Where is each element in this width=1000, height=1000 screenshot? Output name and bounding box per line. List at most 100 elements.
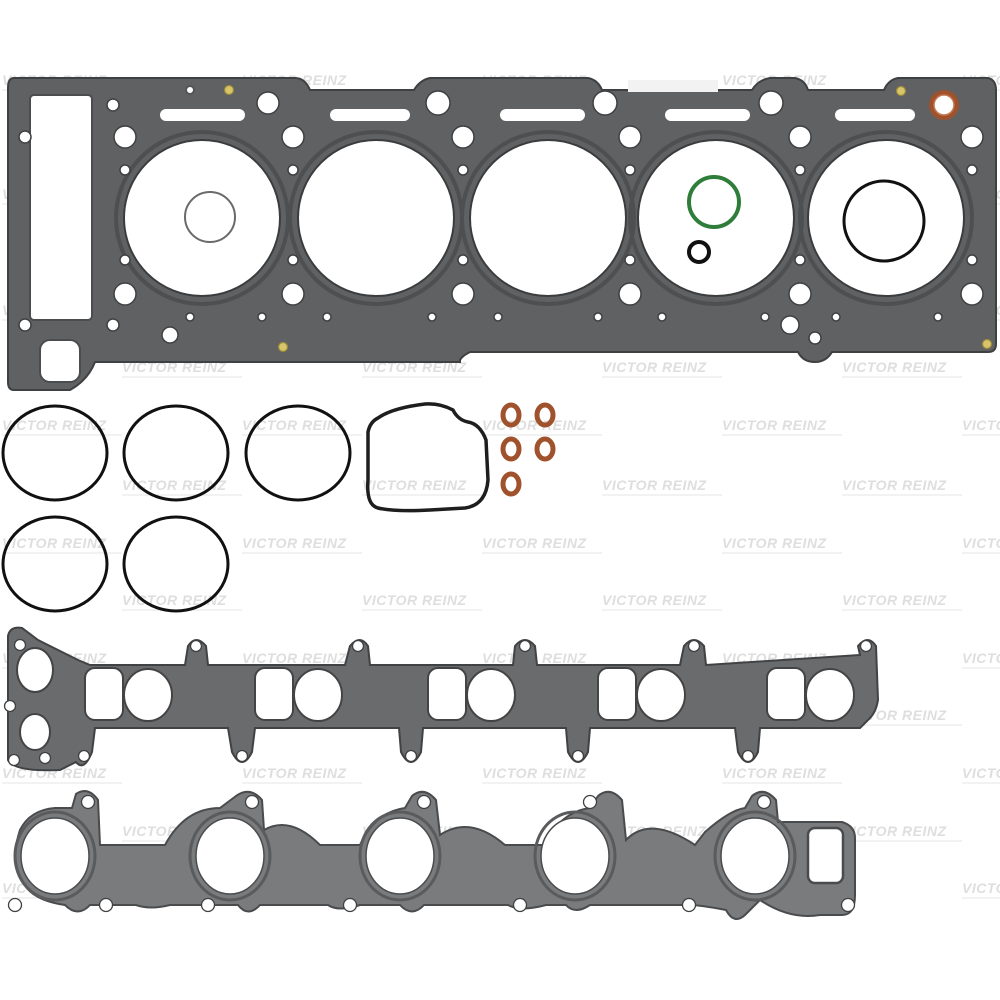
- bolt-hole: [342, 897, 358, 913]
- o-ring: [687, 175, 741, 229]
- bolt-hole: [788, 282, 812, 306]
- watermark-text: VICTOR REINZ: [122, 477, 227, 493]
- dowel-sleeve: [981, 338, 993, 350]
- bolt-hole: [780, 315, 800, 335]
- bolt-hole: [756, 794, 772, 810]
- bolt-hole: [77, 749, 91, 763]
- bolt-hole: [425, 90, 451, 116]
- bolt-hole: [808, 331, 822, 345]
- bolt-hole: [966, 254, 978, 266]
- bolt-hole: [7, 753, 21, 767]
- watermark-text: VICTOR REINZ: [362, 477, 467, 493]
- bolt-hole: [281, 125, 305, 149]
- bolt-hole: [287, 164, 299, 176]
- bolt-hole: [3, 699, 17, 713]
- bolt-hole: [624, 254, 636, 266]
- bolt-hole: [933, 312, 943, 322]
- bolt-hole: [794, 164, 806, 176]
- intake-port: [805, 668, 855, 722]
- valve-stem-seal: [534, 402, 556, 428]
- bolt-hole: [840, 897, 856, 913]
- large-o-ring: [122, 404, 230, 502]
- bolt-hole: [831, 312, 841, 322]
- bolt-hole: [794, 254, 806, 266]
- bolt-hole: [322, 312, 332, 322]
- bolt-hole: [256, 91, 280, 115]
- intake-port: [123, 668, 173, 722]
- watermark-text: VICTOR REINZ: [602, 592, 707, 608]
- bolt-hole: [624, 164, 636, 176]
- bolt-hole: [38, 751, 52, 765]
- valve-stem-seal: [534, 436, 556, 462]
- bolt-hole: [741, 749, 755, 763]
- watermark-text: VICTOR REINZ: [2, 535, 107, 551]
- bolt-hole: [966, 164, 978, 176]
- large-o-ring: [1, 404, 109, 502]
- bolt-hole: [760, 312, 770, 322]
- bolt-hole: [582, 794, 598, 810]
- bolt-hole: [287, 254, 299, 266]
- bolt-hole: [18, 130, 32, 144]
- cylinder-bore: [123, 139, 281, 297]
- exhaust-port: [20, 817, 90, 895]
- large-o-ring: [1, 515, 109, 613]
- egr-port: [806, 826, 845, 885]
- watermark-text: VICTOR REINZ: [962, 880, 1000, 896]
- bolt-hole: [518, 639, 532, 653]
- watermark-text: VICTOR REINZ: [482, 535, 587, 551]
- bolt-hole: [18, 318, 32, 332]
- large-o-ring: [122, 515, 230, 613]
- intake-manifold-gasket: [3, 626, 880, 772]
- bolt-hole: [457, 164, 469, 176]
- watermark-text: VICTOR REINZ: [962, 417, 1000, 433]
- bolt-hole: [351, 639, 365, 653]
- intake-port: [427, 667, 467, 721]
- bolt-hole: [185, 312, 195, 322]
- cylinder-bore: [637, 139, 795, 297]
- cylinder-bore: [807, 139, 965, 297]
- dowel-sleeve: [223, 84, 235, 96]
- cylinder-bore: [297, 139, 455, 297]
- bolt-hole: [457, 254, 469, 266]
- watermark-text: VICTOR REINZ: [2, 417, 107, 433]
- watermark-text: VICTOR REINZ: [842, 359, 947, 375]
- dowel-sleeve: [895, 85, 907, 97]
- watermark-text: VICTOR REINZ: [842, 823, 947, 839]
- watermark-text: VICTOR REINZ: [842, 477, 947, 493]
- coolant-window: [29, 94, 93, 321]
- bolt-hole: [960, 125, 984, 149]
- bolt-hole: [98, 897, 114, 913]
- bolt-hole: [618, 125, 642, 149]
- intake-port: [766, 667, 806, 721]
- intake-port: [466, 668, 516, 722]
- bolt-hole: [7, 897, 23, 913]
- bolt-hole: [244, 794, 260, 810]
- bolt-hole: [859, 639, 873, 653]
- bolt-hole: [451, 125, 475, 149]
- watermark-text: VICTOR REINZ: [962, 535, 1000, 551]
- bolt-hole: [960, 282, 984, 306]
- watermark-text: VICTOR REINZ: [842, 592, 947, 608]
- exhaust-manifold-gasket: [7, 790, 856, 920]
- bolt-hole: [416, 794, 432, 810]
- exhaust-port: [720, 817, 790, 895]
- bolt-hole: [235, 749, 249, 763]
- watermark-text: VICTOR REINZ: [362, 592, 467, 608]
- cylinder-bore: [469, 139, 627, 297]
- watermark-text: VICTOR REINZ: [242, 765, 347, 781]
- bolt-hole: [593, 312, 603, 322]
- intake-port: [293, 668, 343, 722]
- bolt-hole: [106, 98, 120, 112]
- watermark-text: VICTOR REINZ: [602, 477, 707, 493]
- bolt-hole: [119, 254, 131, 266]
- intake-port: [84, 667, 124, 721]
- bolt-hole: [493, 312, 503, 322]
- cylinder-head-gasket: [7, 77, 997, 391]
- exhaust-port: [195, 817, 265, 895]
- valve-stem-seal: [500, 471, 522, 497]
- watermark-text: VICTOR REINZ: [242, 417, 347, 433]
- watermark-text: VICTOR REINZ: [722, 535, 827, 551]
- bolt-hole: [427, 312, 437, 322]
- o-ring: [687, 240, 711, 264]
- bolt-hole: [281, 282, 305, 306]
